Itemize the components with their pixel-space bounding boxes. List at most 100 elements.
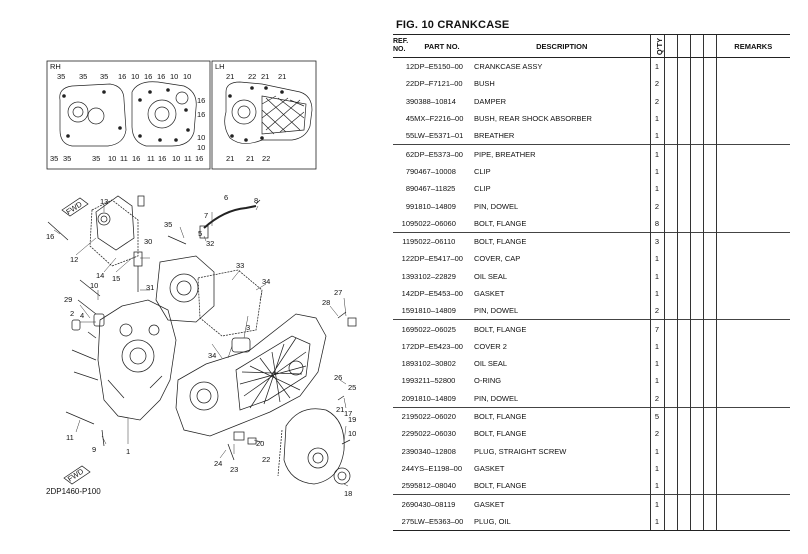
- blank-cell: [663, 109, 677, 128]
- description-header: DESCRIPTION: [474, 34, 650, 58]
- part-no-cell: 2DP–E5373–00: [410, 144, 474, 163]
- remarks-cell: [715, 57, 790, 76]
- remarks-cell: [715, 231, 790, 251]
- blank-cell: [676, 57, 690, 76]
- remarks-cell: [715, 214, 790, 233]
- remarks-cell: [715, 459, 790, 478]
- part-no-cell: 93102–30802: [410, 359, 456, 369]
- figure-code: 2DP1460-P100: [46, 487, 101, 496]
- blank-cell: [689, 319, 703, 338]
- ref-cell: 22: [401, 429, 410, 439]
- part-no-cell: 90467–11825: [410, 184, 456, 194]
- callout: 18: [344, 489, 352, 498]
- blank-cell: [663, 372, 677, 390]
- callout: 35: [50, 154, 58, 163]
- callout: 16: [197, 96, 205, 105]
- blank-cell: [689, 180, 703, 198]
- description-cell: BOLT, FLANGE: [474, 429, 527, 439]
- ref-cell: 25: [401, 481, 410, 491]
- description-cell: BOLT, FLANGE: [474, 406, 650, 426]
- remarks-cell: [715, 144, 790, 163]
- inset-lh-frame: [211, 60, 317, 170]
- blank-cell: [676, 180, 690, 198]
- blank-cell: [702, 197, 716, 215]
- callout: 10: [170, 72, 178, 81]
- ref-cell: 24: [401, 463, 410, 473]
- blank-cell: [663, 75, 677, 93]
- callout: 17: [344, 409, 352, 418]
- inset-rh-bolts: [62, 88, 190, 142]
- description-cell: BOLT, FLANGE: [474, 218, 527, 228]
- blank-cell: [702, 75, 716, 93]
- qty-cell: 1: [649, 57, 664, 76]
- blank-cell: [663, 92, 677, 110]
- callout: 28: [322, 298, 330, 307]
- description-cell: OIL SEAL: [474, 359, 508, 369]
- description-cell: COVER 2: [474, 341, 507, 351]
- remarks-cell: [715, 250, 790, 268]
- blank-cell: [676, 144, 690, 163]
- blank-cell: [676, 92, 690, 110]
- description-cell: BOLT, FLANGE: [474, 231, 650, 251]
- ref-cell: 14: [401, 289, 410, 298]
- callout: 3: [246, 323, 250, 332]
- qty-cell: 1: [649, 162, 664, 181]
- qty-cell: 1: [649, 459, 664, 478]
- description-cell: OIL SEAL: [474, 271, 508, 281]
- callout: 35: [164, 220, 172, 229]
- callout: 11: [147, 154, 155, 163]
- qty-cell: 2: [649, 425, 664, 443]
- qty-cell: 1: [649, 337, 664, 356]
- qty-cell: 2: [649, 389, 664, 408]
- part-no-cell: 5LW–E5363–00: [410, 512, 474, 532]
- exploded-diagram: RH LH 35 35 35 16 10 16 16 10 10 16 16 1…: [0, 0, 392, 554]
- callout: 25: [348, 383, 356, 392]
- blank-cell: [663, 355, 677, 373]
- blank-cell: [689, 267, 703, 285]
- part-no-cell: 93102–22829: [410, 271, 456, 281]
- remarks-cell: [715, 92, 790, 110]
- callout: 16: [118, 72, 126, 81]
- remarks-cell: [715, 197, 790, 215]
- qty-cell: 1: [649, 127, 664, 145]
- blank-cell: [676, 109, 690, 128]
- callout: 31: [146, 283, 154, 292]
- callout: 26: [334, 373, 342, 382]
- blank-cell: [663, 459, 677, 478]
- blank-cell: [663, 442, 677, 460]
- blank-cell: [702, 355, 716, 373]
- part-no-cell: 2DP–E5150–00: [410, 62, 463, 72]
- blank-cell: [689, 214, 703, 233]
- figure-title: FIG. 10 CRANKCASE: [396, 19, 510, 31]
- blank-cell: [663, 162, 677, 181]
- callout: 11: [66, 433, 74, 442]
- remarks-cell: [715, 406, 790, 426]
- inset-rh-callouts: 35 35 35 16 10 16 16 10 10 16 16 10 10 3…: [50, 72, 205, 163]
- qty-cell: 8: [649, 214, 664, 233]
- ref-cell: 3: [405, 96, 410, 106]
- part-no-cell: 2DP–E5417–00: [410, 254, 463, 264]
- blank-cell: [663, 319, 677, 338]
- callout: 21: [336, 405, 344, 414]
- remarks-cell: [715, 75, 790, 93]
- part-no-cell: 2DP–E5423–00: [410, 341, 463, 351]
- ref-cell: 5: [405, 131, 410, 141]
- qty-cell: 2: [649, 197, 664, 215]
- blank-cell: [663, 180, 677, 198]
- blank-cell: [676, 127, 690, 145]
- qty-cell: 1: [649, 442, 664, 460]
- blank-cell: [676, 355, 690, 373]
- qty-cell: 1: [649, 250, 664, 268]
- oil-seal-18-part: [333, 467, 351, 485]
- callout: 16: [132, 154, 140, 163]
- remarks-cell: [715, 302, 790, 320]
- blank-cell: [689, 494, 703, 513]
- ref-cell: 11: [393, 231, 410, 251]
- blank-cell: [702, 319, 716, 338]
- table-header: REF. NO. PART NO. DESCRIPTION Q'TY REMAR…: [393, 34, 790, 58]
